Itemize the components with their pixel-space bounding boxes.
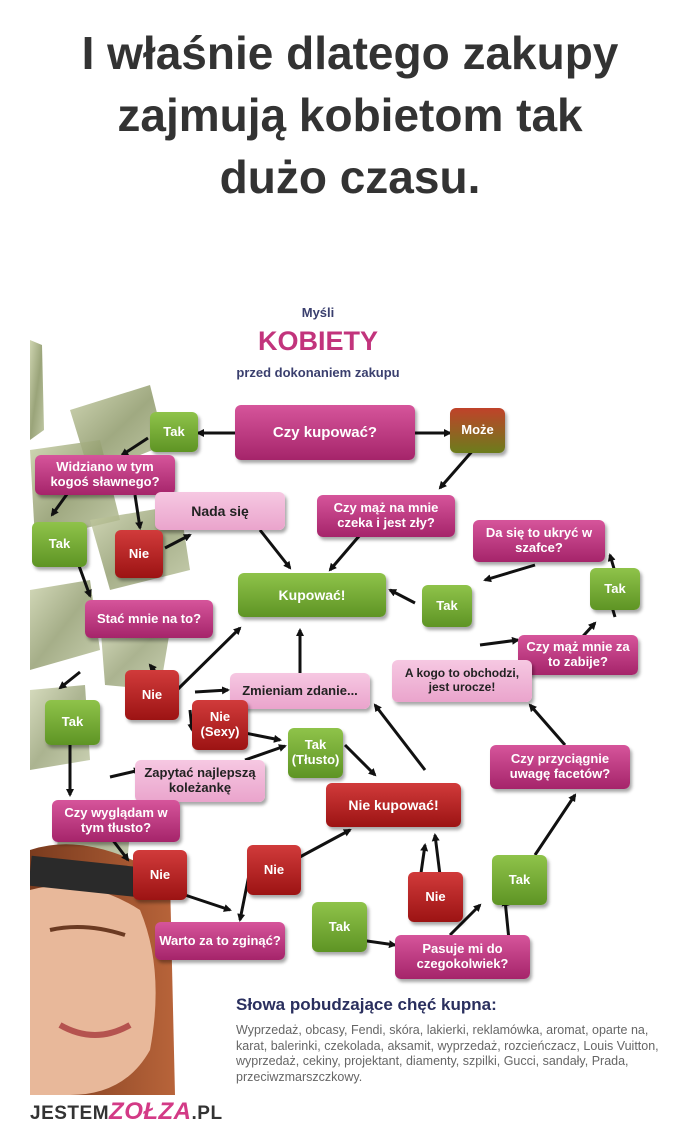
question-czy-kupowac: Czy kupować?	[235, 405, 415, 460]
flowchart-poster: Myśli KOBIETY przed dokonaniem zakupu Cz…	[30, 290, 660, 1095]
answer-tak-top: Tak	[150, 412, 198, 452]
woman-face-illustration	[30, 844, 175, 1095]
question-czy-przyciagnie: Czy przyciągnie uwagę facetów?	[490, 745, 630, 789]
statement-a-kogo-to-obchodzi: A kogo to obchodzi, jest urocze!	[392, 660, 532, 702]
headline: I właśnie dlatego zakupy zajmują kobieto…	[0, 22, 700, 208]
statement-nada-sie: Nada się	[155, 492, 285, 530]
result-nie-kupowac: Nie kupować!	[326, 783, 461, 827]
answer-nie-1: Nie	[115, 530, 163, 578]
header-small-top: Myśli	[301, 305, 335, 320]
answer-tak-left-2: Tak	[45, 700, 100, 745]
answer-nie-4: Nie	[247, 845, 301, 895]
question-czy-maz-zabije: Czy mąż mnie za to zabije?	[518, 635, 638, 675]
answer-tak-left-1: Tak	[32, 522, 87, 567]
headline-line-3: dużo czasu.	[219, 151, 481, 203]
answer-tak-right: Tak	[590, 568, 640, 610]
answer-nie-3: Nie	[133, 850, 187, 900]
question-pasuje-mi: Pasuje mi do czegokolwiek?	[395, 935, 530, 979]
question-widziano: Widziano w tym kogoś sławnego?	[35, 455, 175, 495]
statement-zmieniam-zdanie: Zmieniam zdanie...	[230, 673, 370, 709]
site-logo[interactable]: JESTEMZOŁZA.PL	[30, 1098, 223, 1126]
statement-zapytac-kolezanke: Zapytać najlepszą koleżankę	[135, 760, 265, 802]
question-warto-za-to-zginac: Warto za to zginąć?	[155, 922, 285, 960]
question-czy-maz-czeka: Czy mąż na mnie czeka i jest zły?	[317, 495, 455, 537]
answer-tak-tlusto: Tak (Tłusto)	[288, 728, 343, 778]
question-da-sie-ukryc: Da się to ukryć w szafce?	[473, 520, 605, 562]
logo-text-mid: ZOŁZA	[109, 1098, 192, 1125]
answer-nie-2: Nie	[125, 670, 179, 720]
answer-tak-mid-right: Tak	[422, 585, 472, 627]
header-title: KOBIETY	[257, 326, 378, 356]
question-stac-mnie: Stać mnie na to?	[85, 600, 213, 638]
result-kupowac: Kupować!	[238, 573, 386, 617]
headline-line-1: I właśnie dlatego zakupy	[81, 27, 619, 79]
answer-tak-right-2: Tak	[492, 855, 547, 905]
headline-line-2: zajmują kobietom tak	[117, 89, 583, 141]
header-subtitle: przed dokonaniem zakupu	[236, 365, 400, 380]
answer-tak-bottom: Tak	[312, 902, 367, 952]
question-czy-wygladam-tlusto: Czy wyglądam w tym tłusto?	[52, 800, 180, 842]
trigger-words-title: Słowa pobudzające chęć kupna:	[236, 995, 497, 1014]
logo-text-right: .PL	[191, 1103, 223, 1124]
trigger-words-list: Wyprzedaż, obcasy, Fendi, skóra, lakierk…	[236, 1023, 659, 1084]
answer-nie-sexy: Nie (Sexy)	[192, 700, 248, 750]
answer-nie-5: Nie	[408, 872, 463, 922]
answer-moze: Może	[450, 408, 505, 453]
logo-text-left: JESTEM	[30, 1103, 110, 1124]
